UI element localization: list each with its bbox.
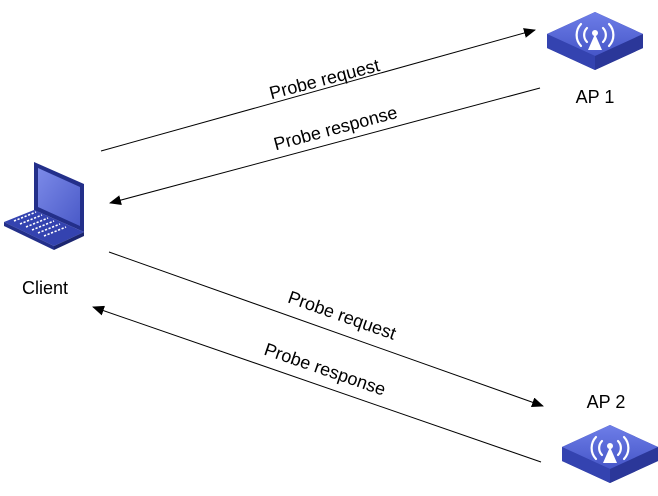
client-label: Client xyxy=(22,278,68,298)
label-probe-request-ap1: Probe request xyxy=(267,55,381,103)
access-point-icon xyxy=(547,12,643,70)
ap2-device xyxy=(562,425,658,483)
ap2-label: AP 2 xyxy=(587,392,626,412)
arrow-probe-request-ap1 xyxy=(100,28,536,152)
ap1-label: AP 1 xyxy=(576,87,615,107)
client-device xyxy=(4,162,84,250)
label-probe-response-ap2: Probe response xyxy=(262,339,389,399)
arrow-probe-response-ap1 xyxy=(109,87,541,205)
label-probe-response-ap1: Probe response xyxy=(271,102,399,154)
arrow-probe-response-ap2 xyxy=(92,305,542,463)
ap1-device xyxy=(547,12,643,70)
arrow-probe-request-ap2 xyxy=(108,251,544,408)
access-point-icon xyxy=(562,425,658,483)
laptop-icon xyxy=(4,162,84,250)
